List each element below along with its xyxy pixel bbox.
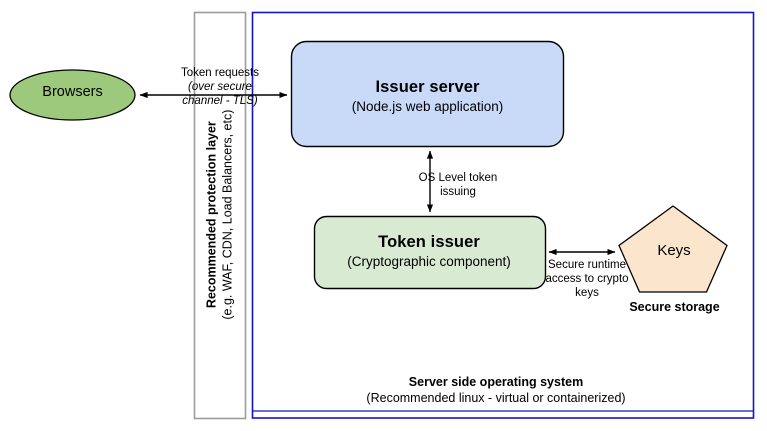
browsers-node[interactable]	[9, 69, 136, 121]
issuer-server-subtitle: (Node.js web application)	[351, 99, 504, 114]
browsers-label: Browsers	[42, 84, 103, 100]
edge-label-os-level-token-issuing: OS Level token issuing	[418, 172, 498, 199]
edge-label-secure-runtime-access: Secure runtime access to crypto keys	[545, 259, 629, 300]
secure-storage-caption: Secure storage	[629, 300, 720, 314]
issuer-server-node[interactable]	[290, 40, 565, 148]
token-issuer-subtitle: (Cryptographic component)	[347, 254, 511, 269]
keys-node[interactable]	[618, 205, 728, 293]
edge-label-token-requests-detail: (over secure channel - TLS)	[182, 81, 258, 108]
issuer-server-title: Issuer server	[375, 78, 480, 96]
keys-label: Keys	[657, 242, 691, 259]
operating-system-subtitle: (Recommended linux - virtual or containe…	[366, 391, 626, 405]
operating-system-title: Server side operating system	[408, 375, 584, 389]
operating-system-boundary	[251, 11, 755, 419]
token-issuer-node[interactable]	[313, 215, 547, 290]
edge-label-token-requests: Token requests	[181, 67, 259, 79]
protection-layer-boundary	[193, 11, 247, 420]
token-issuer-title: Token issuer	[378, 233, 480, 251]
